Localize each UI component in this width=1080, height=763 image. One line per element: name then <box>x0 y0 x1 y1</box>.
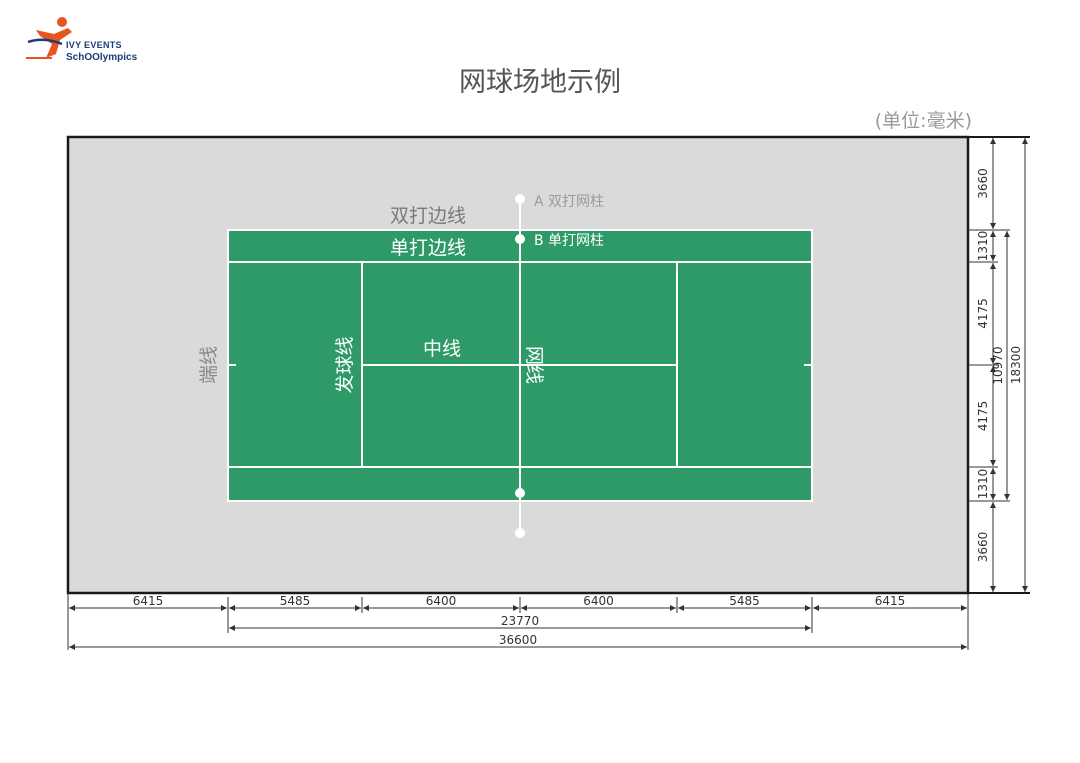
post-b-bottom <box>515 488 525 498</box>
dim-bottom-0-label: 6415 <box>133 594 164 608</box>
dim-right-2-label: 4175 <box>976 298 990 329</box>
post-a-top <box>515 194 525 204</box>
page-title: 网球场地示例 <box>459 67 621 98</box>
dimension-row-bottom: 6415 5485 6400 6400 5485 6415 23770 36600 <box>69 594 967 650</box>
dim-right-5-label: 3660 <box>976 532 990 563</box>
dim-bottom-2-label: 6400 <box>426 594 457 608</box>
dim-right-4-label: 1310 <box>976 469 990 500</box>
dim-bottom-5-label: 6415 <box>875 594 906 608</box>
post-b-top <box>515 234 525 244</box>
baseline-label: 端线 <box>198 346 220 384</box>
singles-sideline-label: 单打边线 <box>390 237 466 259</box>
post-a-bottom <box>515 528 525 538</box>
center-line-label: 中线 <box>423 338 461 360</box>
logo: IVY EVENTS SchOOlympics <box>22 14 172 66</box>
post-a-label: A 双打网柱 <box>534 193 604 210</box>
dim-right-court-label: 10970 <box>991 346 1005 384</box>
logo-figure-icon <box>26 17 72 59</box>
dim-right-0-label: 3660 <box>976 168 990 199</box>
unit-label: (单位:毫米) <box>874 110 972 132</box>
service-line-label: 发球线 <box>334 336 356 393</box>
dim-bottom-3-label: 6400 <box>583 594 614 608</box>
dim-right-3-label: 4175 <box>976 401 990 432</box>
dim-bottom-4-label: 5485 <box>729 594 760 608</box>
dim-right-total-label: 18300 <box>1009 346 1023 384</box>
doubles-sideline-label: 双打边线 <box>390 205 466 227</box>
dim-bottom-court-label: 23770 <box>501 614 539 628</box>
net-label: 网线 <box>523 346 545 384</box>
post-b-label: B 单打网柱 <box>534 232 604 249</box>
dim-bottom-total-label: 36600 <box>499 633 537 647</box>
dim-bottom-1-label: 5485 <box>280 594 311 608</box>
dim-right-1-label: 1310 <box>976 231 990 262</box>
logo-line1: IVY EVENTS <box>66 40 122 50</box>
logo-line2: SchOOlympics <box>66 52 138 63</box>
dimension-col-right: 3660 1310 4175 4175 1310 3660 10970 18300 <box>968 136 1030 594</box>
